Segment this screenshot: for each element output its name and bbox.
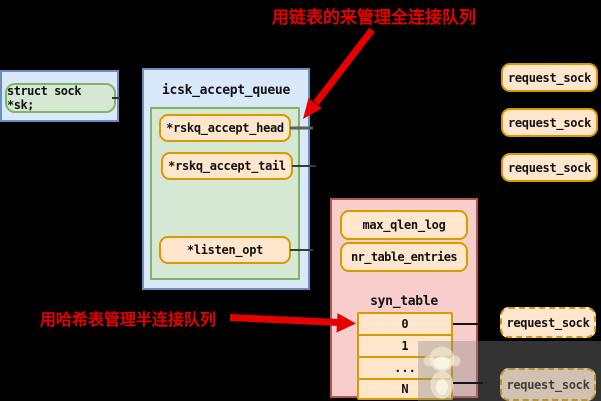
field-listen-opt: *listen_opt — [159, 236, 291, 264]
icsk-accept-queue-title: icsk_accept_queue — [162, 83, 290, 98]
syn-table-title: syn_table — [370, 294, 438, 309]
annotation-half-queue-label: 用哈希表管理半连接队列 — [40, 310, 217, 329]
annotation-full-queue-label: 用链表的来管理全连接队列 — [272, 8, 476, 28]
request-sock-box-dashed: request_sock — [500, 368, 596, 401]
request-sock-box-dashed: request_sock — [500, 307, 596, 338]
field-rskq-accept-head: *rskq_accept_head — [159, 114, 291, 142]
sock-outer-box: struct sock *sk; — [0, 70, 119, 122]
watermark-monkey-logo — [423, 346, 461, 399]
arrow-down-to-accept-head — [303, 27, 375, 119]
watermark-overlay — [418, 341, 601, 401]
field-max-qlen-log: max_qlen_log — [340, 210, 468, 240]
struct-sock-field: struct sock *sk; — [5, 83, 116, 113]
request-sock-box: request_sock — [501, 63, 598, 92]
syn-table-row-0: 0 — [357, 312, 453, 336]
request-sock-box: request_sock — [501, 153, 598, 182]
field-rskq-accept-tail: *rskq_accept_tail — [161, 152, 293, 180]
request-sock-box: request_sock — [501, 108, 598, 137]
field-nr-table-entries: nr_table_entries — [340, 242, 468, 272]
connector-row-n — [453, 382, 483, 384]
